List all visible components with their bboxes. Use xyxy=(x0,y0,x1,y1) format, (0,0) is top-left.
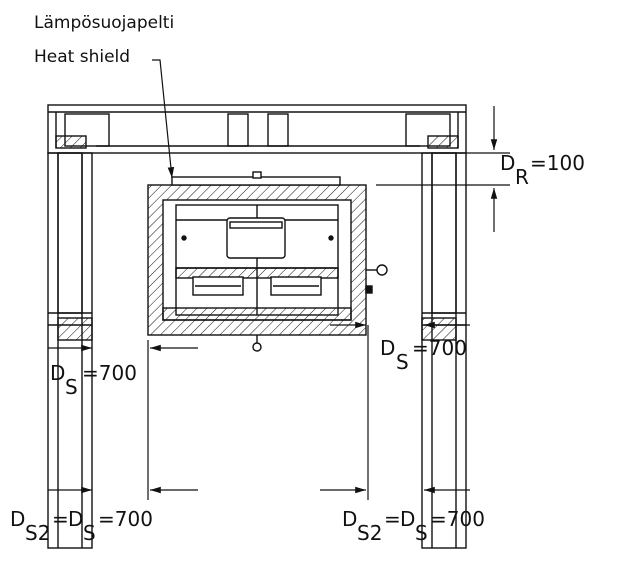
heat-shield xyxy=(171,171,341,186)
svg-text:=700: =700 xyxy=(98,507,153,531)
svg-text:D: D xyxy=(50,361,65,385)
svg-text:S2: S2 xyxy=(357,521,382,545)
ds-label-right: D S =700 xyxy=(380,336,467,374)
dr-label: D R =100 xyxy=(500,151,585,189)
heater-unit xyxy=(147,184,388,352)
svg-text:S: S xyxy=(415,521,428,545)
svg-text:=: = xyxy=(52,507,69,531)
ds2-label-right: D S2 = D S =700 xyxy=(342,507,485,545)
svg-text:S: S xyxy=(65,375,78,399)
svg-text:D: D xyxy=(68,507,83,531)
frame-structure xyxy=(47,104,467,549)
svg-text:S2: S2 xyxy=(25,521,50,545)
svg-text:=: = xyxy=(384,507,401,531)
heat-shield-label-en: Heat shield xyxy=(34,47,130,67)
svg-text:=700: =700 xyxy=(82,361,137,385)
dimension-ds-upper xyxy=(48,321,470,500)
ds-label-left: D S =700 xyxy=(50,361,137,399)
svg-text:=700: =700 xyxy=(412,336,467,360)
ds2-label-left: D S2 = D S =700 xyxy=(10,507,153,545)
top-beam xyxy=(47,104,467,154)
heat-shield-label-fi: Lämpösuojapelti xyxy=(34,13,174,33)
svg-text:=100: =100 xyxy=(530,151,585,175)
svg-text:S: S xyxy=(396,350,409,374)
svg-text:=700: =700 xyxy=(430,507,485,531)
svg-text:D: D xyxy=(380,336,395,360)
heat-shield-leader xyxy=(152,59,175,179)
left-column xyxy=(47,152,93,549)
svg-text:D: D xyxy=(342,507,357,531)
svg-text:S: S xyxy=(83,521,96,545)
svg-text:D: D xyxy=(10,507,25,531)
svg-text:R: R xyxy=(515,165,529,189)
dimension-dr xyxy=(376,106,510,232)
svg-text:D: D xyxy=(400,507,415,531)
svg-text:D: D xyxy=(500,151,515,175)
